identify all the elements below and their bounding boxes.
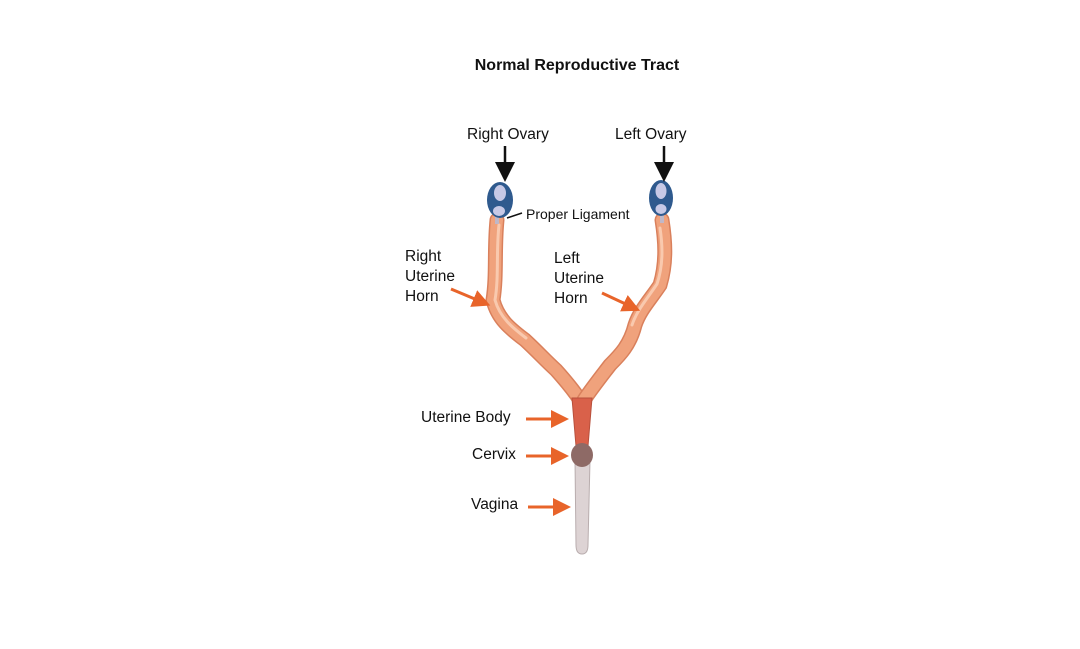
left-horn-line-2: Uterine: [554, 270, 604, 287]
vagina-shape: [574, 459, 591, 555]
left-horn-line-1: Left: [554, 250, 580, 267]
right-horn-line-3: Horn: [405, 288, 439, 305]
proper-ligament-label: Proper Ligament: [526, 206, 630, 222]
cervix-shape: [571, 443, 593, 467]
left-ovary-label: Left Ovary: [615, 126, 687, 143]
right-horn-line-2: Uterine: [405, 268, 455, 285]
uterine-body-shape: [571, 397, 593, 447]
left-horn-arrow: [601, 291, 641, 312]
right-horn-arrow: [450, 287, 491, 307]
right-ovary-shape: [487, 182, 513, 224]
uterine-body-label: Uterine Body: [421, 409, 511, 426]
right-ovary-label: Right Ovary: [467, 126, 549, 143]
proper-ligament-pointer: [506, 212, 523, 219]
cervix-label: Cervix: [472, 446, 516, 463]
left-uterine-horn: [576, 212, 673, 408]
right-horn-line-1: Right: [405, 248, 442, 265]
right-uterine-horn-label: Right Uterine Horn: [405, 247, 455, 307]
vagina-label: Vagina: [471, 496, 519, 513]
diagram-title: Normal Reproductive Tract: [474, 57, 680, 74]
left-uterine-horn-label: Left Uterine Horn: [554, 249, 604, 309]
left-ovary-shape: [649, 180, 673, 223]
right-uterine-horn: [485, 212, 588, 408]
left-horn-line-3: Horn: [554, 290, 588, 307]
